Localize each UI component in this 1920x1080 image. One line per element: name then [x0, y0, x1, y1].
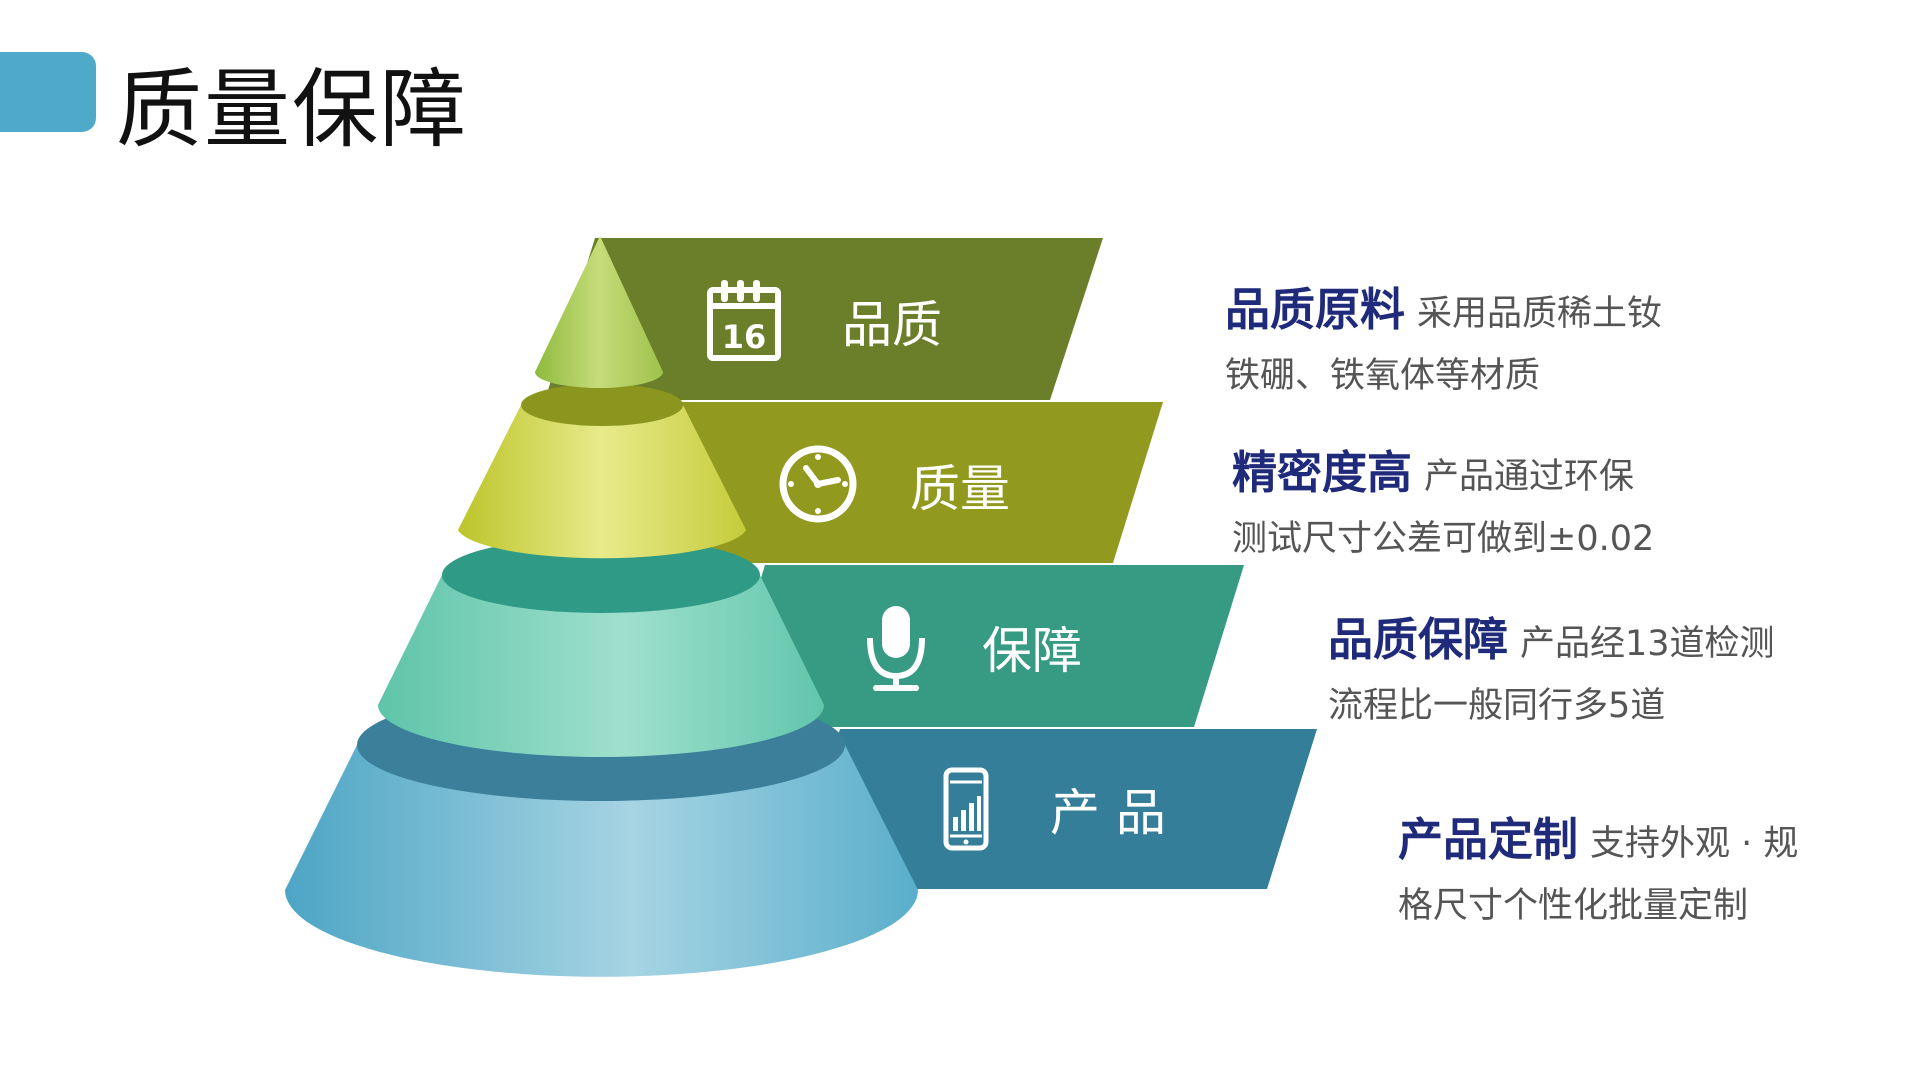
tier-label-2: 质量 [910, 460, 1010, 518]
calendar-icon: 16 [707, 280, 781, 361]
description-2-line1: 产品通过环保 [1424, 457, 1635, 497]
page-title: 质量保障 [116, 60, 468, 160]
description-4-heading: 产品定制 [1398, 813, 1579, 866]
description-4-line2: 格尺寸个性化批量定制 [1398, 886, 1749, 926]
description-2-heading: 精密度高 [1232, 446, 1413, 499]
tier-label-3: 保障 [982, 622, 1082, 680]
description-4-line1: 支持外观 · 规 [1590, 824, 1799, 864]
description-4: 产品定制支持外观 · 规 格尺寸个性化批量定制 [1398, 812, 1920, 934]
tier-label-1: 品质 [842, 296, 942, 354]
cone-tier-3 [378, 537, 824, 757]
microphone-icon [867, 606, 925, 691]
tier-label-4: 产 品 [1050, 784, 1166, 842]
title-accent-tab [0, 52, 96, 132]
description-1-line1: 采用品质稀土钕 [1417, 294, 1663, 334]
description-2-line2: 测试尺寸公差可做到±0.02 [1232, 519, 1655, 559]
tier-ribbon-3 [715, 565, 1244, 727]
description-2: 精密度高产品通过环保 测试尺寸公差可做到±0.02 [1232, 445, 1852, 567]
clock-icon [779, 445, 857, 523]
description-1: 品质原料采用品质稀土钕 铁硼、铁氧体等材质 [1225, 282, 1845, 404]
tier-ribbon-2 [632, 402, 1163, 563]
description-3-line1: 产品经13道检测 [1520, 624, 1775, 664]
cone-tier-1 [535, 236, 663, 388]
description-3-heading: 品质保障 [1328, 613, 1509, 666]
description-3-line2: 流程比一般同行多5道 [1328, 686, 1666, 726]
description-1-line2: 铁硼、铁氧体等材质 [1225, 356, 1541, 396]
tier-ribbon-1 [545, 238, 1103, 400]
phone-chart-icon [943, 767, 989, 851]
description-3: 品质保障产品经13道检测 流程比一般同行多5道 [1328, 612, 1920, 734]
calendar-icon-number: 16 [722, 318, 767, 356]
description-1-heading: 品质原料 [1225, 283, 1406, 336]
tier-ribbon-4 [790, 729, 1317, 889]
cone-tier-2 [458, 384, 746, 559]
